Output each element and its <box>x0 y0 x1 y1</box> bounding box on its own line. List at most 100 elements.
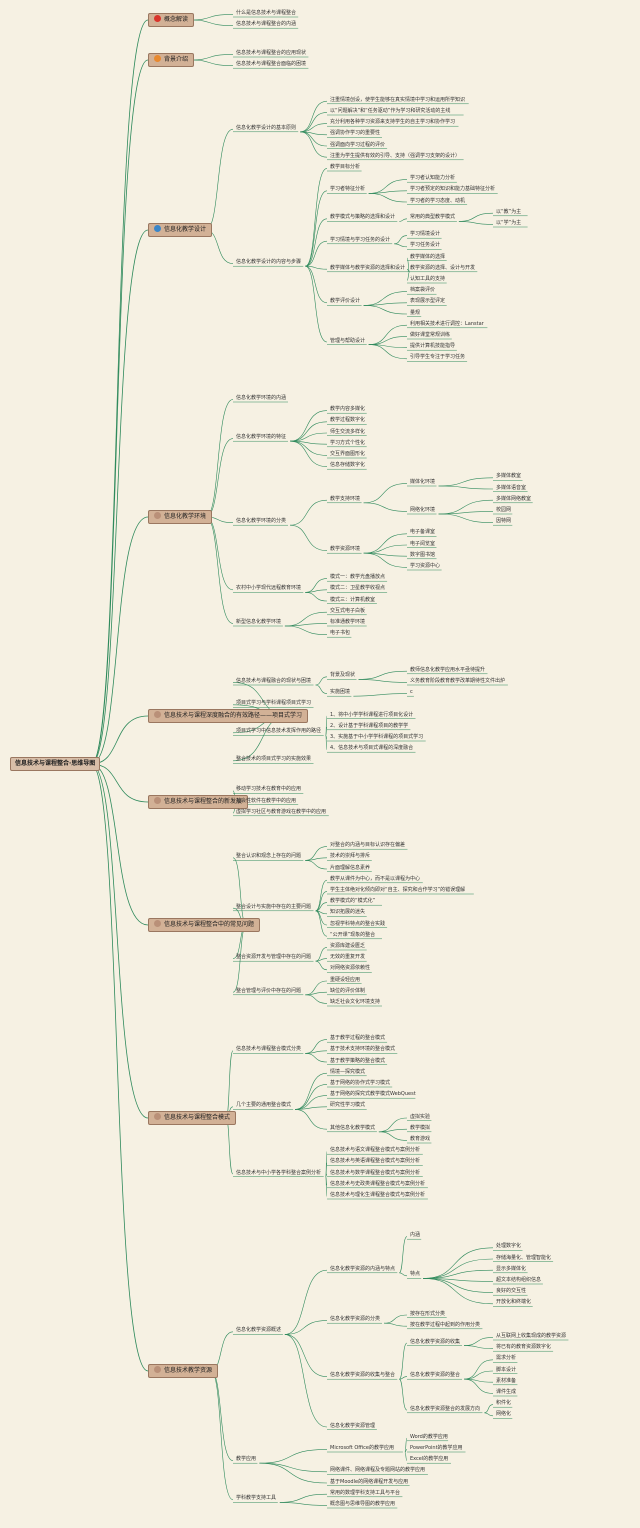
topic-node: 按存在形式分类 <box>410 1310 446 1317</box>
topic-node: 3、实施基于中小学学科课程的项目式学习 <box>330 733 424 740</box>
connector-line <box>91 229 149 765</box>
connector-line <box>90 763 149 1372</box>
topic-node: 教学媒体与教学资源的选择和设计 <box>330 264 406 271</box>
connector-line <box>305 1053 328 1063</box>
topic-node: 学习情境设计 <box>410 231 441 238</box>
connector-line <box>399 1272 408 1277</box>
topic-node: 信息技术与理化生课程整合模式与案例分析 <box>330 1191 426 1198</box>
topic-node: PowerPoint的教学应用 <box>410 1444 463 1451</box>
connector-line <box>305 860 328 870</box>
topic-node: 积件化 <box>496 1400 512 1407</box>
connector-line <box>284 611 328 627</box>
connector-line <box>305 240 328 267</box>
topic-node: 注重情境创设，使学生能够在真实情境中学习和运用所学知识 <box>330 96 466 103</box>
connector-line <box>315 902 328 912</box>
topic-node: 整合技术的项目式学习的实施效果 <box>236 756 312 763</box>
connector-line <box>305 578 328 593</box>
topic-node: 忽视学科特点的整合实践 <box>330 920 386 927</box>
connector-line <box>295 1084 328 1110</box>
connector-line <box>399 1236 408 1274</box>
topic-node: 片面理解信息素养 <box>330 864 371 871</box>
connector-line <box>190 54 234 61</box>
topic-node: 表现展示型评定 <box>410 298 446 305</box>
topic-node: Excel的教学应用 <box>410 1456 449 1463</box>
topic-node: 学习任务设计 <box>410 242 441 249</box>
connector-line <box>383 1322 408 1327</box>
branch-label: 信息技术与课程整合的新发展 <box>164 798 243 805</box>
connector-line <box>378 1117 408 1133</box>
topic-node: 强调协作学习的重要性 <box>330 130 381 137</box>
branch-marker-icon <box>154 512 161 519</box>
topic-node: 社会性软件在教学中的应用 <box>236 797 297 804</box>
branch-label: 信息技术与课程深度融合的有效路径——项目式学习 <box>164 712 303 719</box>
connector-line <box>315 684 328 694</box>
connector-line <box>284 1320 328 1335</box>
topic-node: 将已有的教育资源数字化 <box>496 1344 552 1351</box>
connector-line <box>289 524 328 551</box>
branch-topic: 信息技术与课程整合模式 <box>148 1111 237 1125</box>
topic-node: 情境—探究模式 <box>330 1068 366 1075</box>
topic-node: 基于教学策略的整合模式 <box>330 1057 386 1064</box>
branch-topic: 信息技术与课程整合中的常见问题 <box>148 918 261 932</box>
connector-line <box>378 1128 408 1133</box>
topic-node: 网络化 <box>496 1411 512 1418</box>
connector-line <box>438 477 494 487</box>
connector-line <box>315 910 328 937</box>
connector-line <box>423 1247 494 1279</box>
topic-node: 特点 <box>410 1271 421 1278</box>
topic-node: 信息化教学环境的内涵 <box>236 394 287 401</box>
connector-line <box>315 960 328 971</box>
connector-line <box>305 1039 328 1054</box>
topic-node: 利用相关技术进行调控：Lanstar <box>410 320 484 327</box>
topic-node: 其他信息化教学模式 <box>330 1124 376 1131</box>
topic-node: 项目式学习与学科课程项目式学习 <box>236 700 312 707</box>
connector-line <box>305 994 328 1004</box>
connector-line <box>423 1278 494 1282</box>
branch-label: 信息化教学环境 <box>164 513 207 520</box>
topic-node: 数字图书馆 <box>410 551 436 558</box>
topic-node: 教学评价设计 <box>330 298 361 305</box>
topic-node: 电子书包 <box>330 630 351 637</box>
connector-line <box>463 1337 494 1346</box>
topic-node: 以“问题解决”和“任务驱动”作为学习和研究活动的主线 <box>330 107 451 114</box>
connector-line <box>315 879 328 912</box>
topic-node: 多媒体网络教室 <box>496 495 532 502</box>
topic-node: 背景及现状 <box>330 672 356 679</box>
connector-line <box>325 1176 328 1197</box>
topic-node: 常用的数理学科支持工具与平台 <box>330 1489 401 1496</box>
connector-line <box>463 1345 494 1349</box>
connector-line <box>404 1451 408 1461</box>
topic-node: 模式二：卫星教学收视点 <box>330 585 386 592</box>
topic-node: 素材准备 <box>496 1377 517 1384</box>
topic-node: 整合资源开发与管理中存在的问题 <box>236 954 312 961</box>
topic-node: 2、设计基于学科课程项目的教学学 <box>330 722 409 729</box>
connector-line <box>300 123 328 133</box>
topic-node: 信息化教学资源的整合 <box>410 1372 461 1379</box>
branch-topic: 背景介绍 <box>148 53 195 67</box>
connector-line <box>463 1359 494 1380</box>
topic-node: 1、将中小学学科课程进行项目化设计 <box>330 711 414 718</box>
connector-line <box>305 218 328 267</box>
connector-line <box>305 857 328 861</box>
topic-node: 对网络资源依赖性 <box>330 965 371 972</box>
topic-node: 以“学”为主 <box>496 219 522 226</box>
topic-node: 研究性学习模式 <box>330 1102 366 1109</box>
topic-node: 充分利用各种学习资源来支持学生的自主学习和协作学习 <box>330 119 456 126</box>
connector-line <box>484 1412 494 1417</box>
connector-line <box>399 1342 408 1380</box>
connector-line <box>363 502 408 512</box>
connector-line <box>91 763 149 1119</box>
connector-line <box>305 265 328 343</box>
topic-node: 交互式电子白板 <box>330 607 366 614</box>
topic-node: 技术的崇拜与排斥 <box>330 853 371 860</box>
connector-line <box>90 19 149 765</box>
topic-node: 师生交流多样化 <box>330 428 366 435</box>
topic-node: 教学内容多媒化 <box>330 406 366 413</box>
topic-node: 教学应用 <box>236 1456 257 1463</box>
connector-line <box>438 511 494 515</box>
topic-node: 从互联网上收集现成的教学资源 <box>496 1332 567 1339</box>
topic-node: 教学媒体的选择 <box>410 253 446 260</box>
connector-line <box>363 483 408 504</box>
connector-line <box>368 324 408 345</box>
topic-node: 常用的典型教学模式 <box>410 214 456 221</box>
